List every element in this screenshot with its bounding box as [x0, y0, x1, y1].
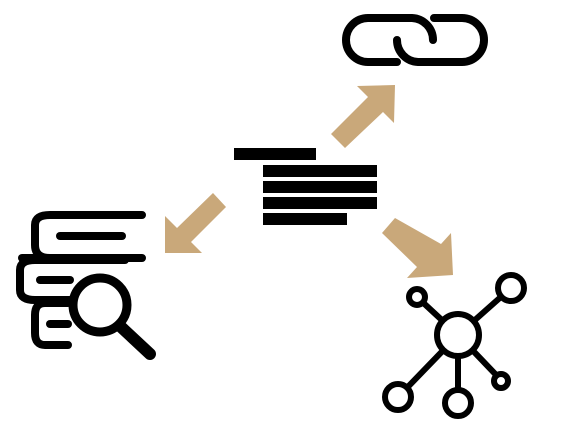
text-line-3: [263, 181, 377, 193]
text-line-1: [234, 148, 316, 160]
database-search-icon: [16, 211, 156, 360]
text-line-2: [263, 165, 377, 177]
chain-link-icon: [342, 14, 488, 66]
magnifier-lens: [68, 273, 132, 337]
network-node-bottom-left: [382, 381, 414, 413]
network-node-center: [434, 311, 482, 359]
text-line-5: [263, 213, 347, 225]
arrow-down-right: [382, 218, 453, 278]
arrow-down-left: [165, 193, 226, 253]
network-hub-icon: [382, 272, 527, 419]
text-line-4: [263, 197, 377, 209]
book-bottom: [31, 299, 72, 349]
network-node-top-right: [495, 272, 527, 304]
arrow-up-right: [331, 85, 395, 148]
network-node-bottom-right: [491, 371, 511, 391]
text-lines-icon: [234, 148, 377, 225]
network-node-top-left: [406, 286, 428, 308]
network-node-bottom: [442, 387, 474, 419]
magnifier-handle: [114, 320, 156, 360]
